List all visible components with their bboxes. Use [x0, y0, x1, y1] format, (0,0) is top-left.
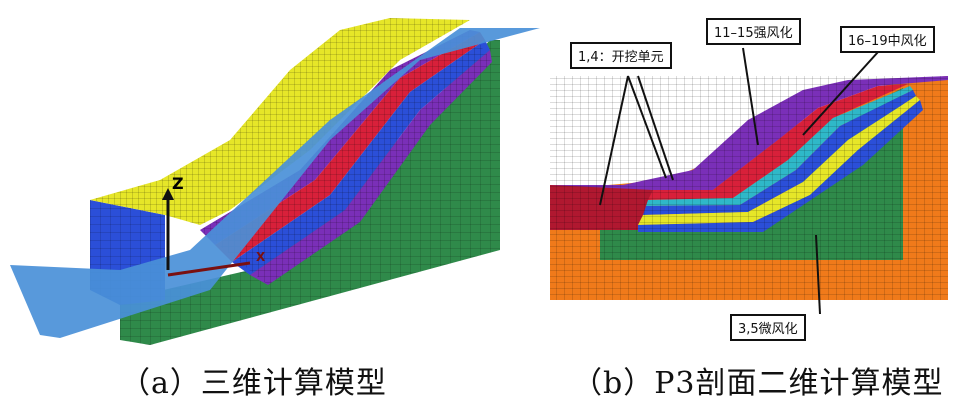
x-axis — [167, 261, 251, 277]
caption-b: （b）P3剖面二维计算模型 — [572, 366, 944, 401]
x-axis-label: X — [256, 250, 266, 264]
callout-excavation: 1,4：开挖单元 — [570, 42, 672, 69]
model-3d-figure — [10, 18, 540, 345]
section-plane — [10, 28, 540, 338]
callout-leaders — [599, 47, 879, 315]
callout-strongly-weathered: 11–15强风化 — [706, 18, 801, 45]
panel-3d-model: Z X （a）三维计算模型 — [10, 18, 540, 401]
panel-2d-section: 1,4：开挖单元 11–15强风化 16–19中风化 3,5微风化 （b）P3剖… — [548, 0, 970, 411]
section-2d-figure — [550, 47, 948, 315]
caption-a: （a）三维计算模型 — [120, 366, 387, 401]
callout-slightly-weathered: 3,5微风化 — [730, 314, 806, 341]
callout-moderately-weathered: 16–19中风化 — [840, 26, 935, 53]
z-axis-label: Z — [172, 174, 184, 193]
